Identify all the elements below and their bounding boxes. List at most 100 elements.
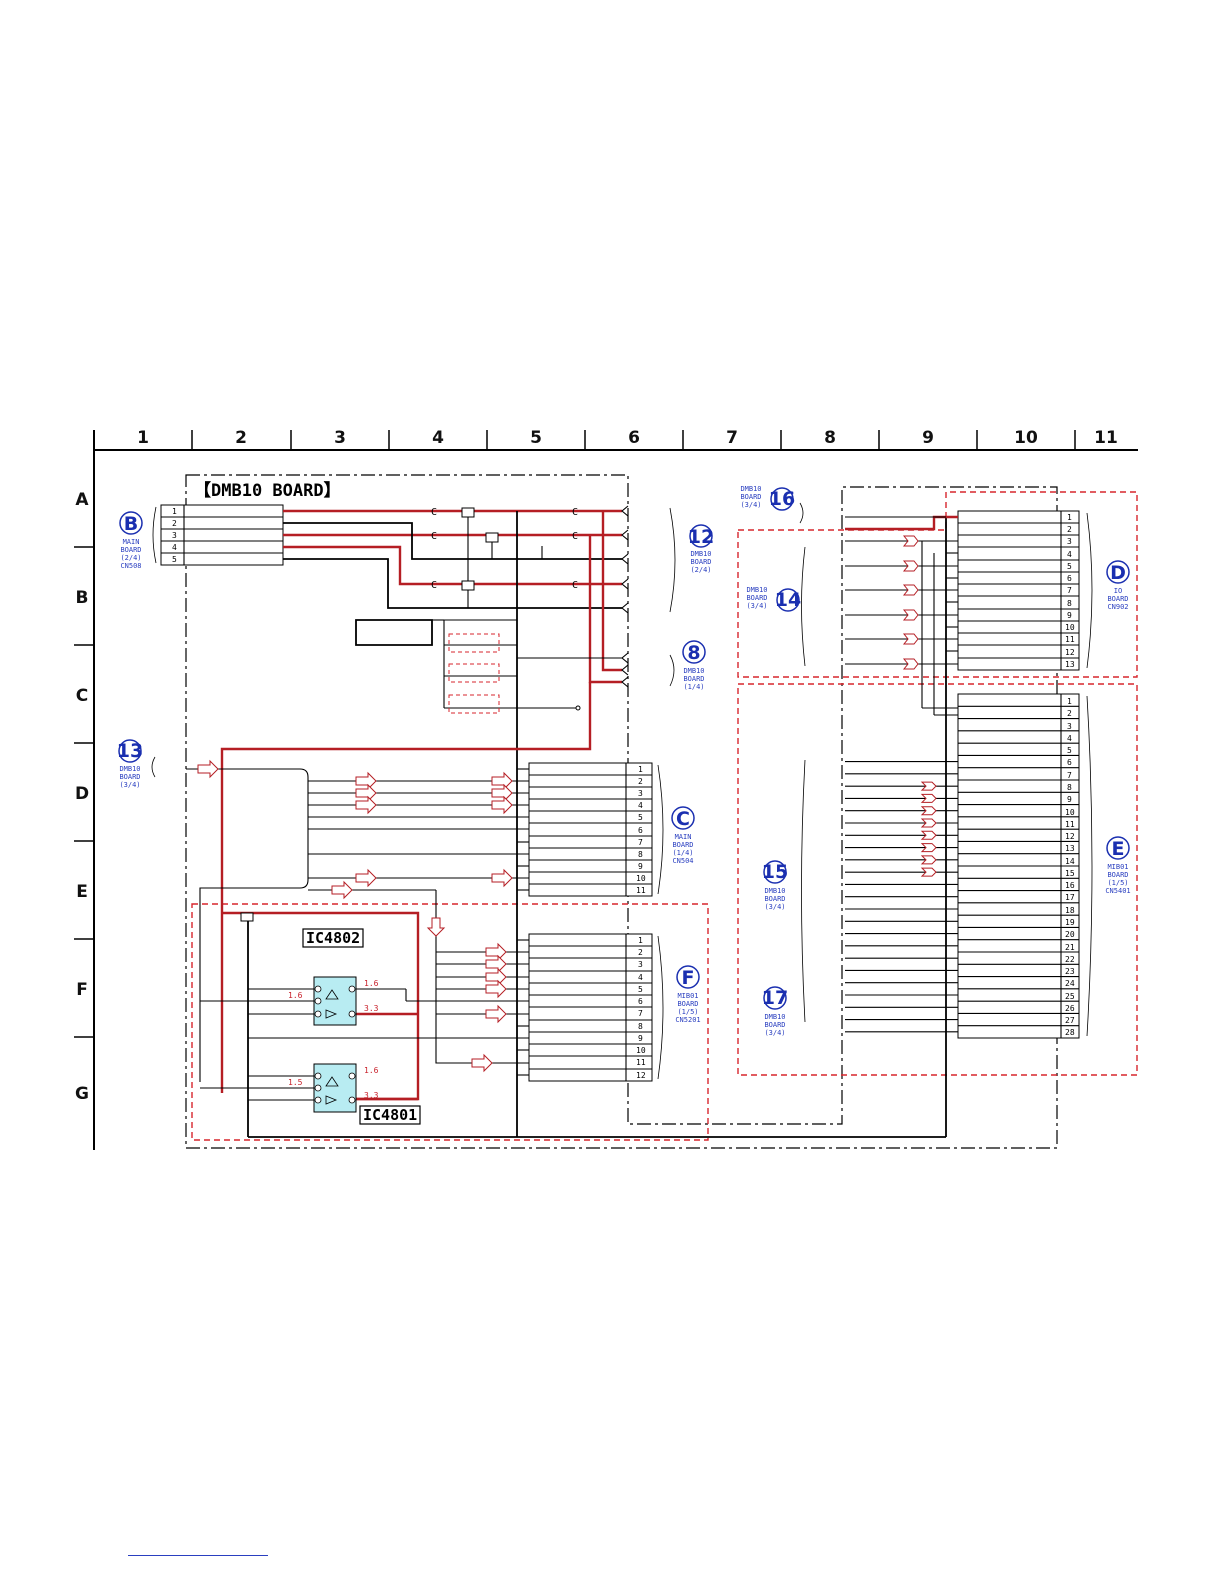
ref-line: BOARD (764, 895, 785, 903)
ic-labels: IC4802 IC4801 (240, 912, 421, 1125)
connector-12-arrows (621, 505, 676, 688)
cn-e-pin: 9 (1067, 795, 1072, 804)
cn-c-pin: 11 (636, 886, 646, 895)
svg-text:C: C (431, 507, 437, 518)
connector-c: 1 2 3 4 5 6 7 8 9 10 11 (528, 762, 664, 897)
cn-e-pin: 6 (1067, 758, 1072, 767)
ref-8: 8 DMB10 BOARD (1/4) (682, 640, 706, 691)
ic-area-wiring (200, 920, 946, 1138)
ref-line: (3/4) (764, 903, 785, 911)
grid-row-g: G (75, 1084, 89, 1104)
ref-mark: C (676, 808, 690, 830)
signal-arrow (920, 781, 937, 791)
voltage-label: 3.3 (364, 1091, 379, 1100)
grid-column-labels: 1 2 3 4 5 6 7 8 9 10 11 (137, 428, 1118, 448)
cn-e-pin: 25 (1065, 992, 1075, 1001)
cn-c-pin: 3 (638, 789, 643, 798)
ref-line: BOARD (1107, 595, 1128, 603)
cn-e-pin: 3 (1067, 722, 1072, 731)
cn-e-pin: 23 (1065, 967, 1075, 976)
cn-d-pin: 10 (1065, 623, 1075, 632)
cn-c-pin: 1 (638, 765, 643, 774)
grid-col-6: 6 (628, 428, 640, 448)
cn-f-pin: 7 (638, 1009, 643, 1018)
signal-arrows-f (426, 917, 507, 1073)
ref-line: DMB10 (683, 667, 704, 675)
ref-mark: E (1112, 838, 1125, 860)
ref-line: CN902 (1107, 603, 1128, 611)
cn-d-pin: 3 (1067, 537, 1072, 546)
ref-b: B MAIN BOARD (2/4) CN508 (119, 511, 143, 570)
connector-e: 1 2 3 4 5 6 7 8 9 10 11 12 13 14 15 16 1… (957, 693, 1093, 1039)
svg-text:C: C (431, 531, 437, 542)
cn-f-pin: 9 (638, 1034, 643, 1043)
ref-line: BOARD (690, 558, 711, 566)
ref-mark: 16 (769, 488, 795, 510)
cn-e-pin: 24 (1065, 979, 1075, 988)
cn-c-pin: 9 (638, 862, 643, 871)
power-lines-top (220, 509, 622, 1137)
grid-row-d: D (75, 784, 89, 804)
cn-f-pin: 6 (638, 997, 643, 1006)
grid-col-8: 8 (824, 428, 836, 448)
cn-e-pin: 17 (1065, 893, 1075, 902)
ref-line: CN504 (672, 857, 693, 865)
ref-line: BOARD (672, 841, 693, 849)
ref-f: F MIB01 BOARD (1/5) CN5201 (675, 965, 701, 1024)
cn-e-pin: 22 (1065, 955, 1075, 964)
ic4802-label: IC4802 (306, 929, 360, 947)
ref-line: (2/4) (690, 566, 711, 574)
ref-line: (3/4) (119, 781, 140, 789)
ref-17: 17 DMB10 BOARD (3/4) (762, 986, 788, 1037)
cn-b-pin: 4 (172, 543, 177, 552)
ref-line: DMB10 (764, 1013, 785, 1021)
ref-c: C MAIN BOARD (1/4) CN504 (671, 806, 695, 865)
cn-e-pin: 11 (1065, 820, 1075, 829)
cn-e-pin: 8 (1067, 783, 1072, 792)
ref-line: BOARD (740, 493, 761, 501)
ref-line: MAIN (675, 833, 692, 841)
grid-col-4: 4 (432, 428, 444, 448)
cn-e-pin: 2 (1067, 709, 1072, 718)
ref-mark: 17 (762, 987, 788, 1009)
ref-mark: 14 (775, 589, 801, 611)
cn-d-pin: 12 (1065, 648, 1075, 657)
cn-d-pin: 7 (1067, 586, 1072, 595)
cn-d-pin: 1 (1067, 513, 1072, 522)
cn-e-pin: 1 (1067, 697, 1072, 706)
cn-f-pin: 10 (636, 1046, 646, 1055)
cn-f-pin: 1 (638, 936, 643, 945)
ref-14: 14 DMB10 BOARD (3/4) (746, 586, 801, 612)
cn-d-pin: 5 (1067, 562, 1072, 571)
signal-arrow (920, 818, 937, 828)
signal-arrow (920, 843, 937, 853)
svg-text:C: C (572, 531, 578, 542)
ref-line: DMB10 (764, 887, 785, 895)
ref-mark: 8 (687, 642, 700, 664)
cn-e-pin: 13 (1065, 844, 1075, 853)
cn-c-pin: 6 (638, 826, 643, 835)
cn-d-pin: 4 (1067, 550, 1072, 559)
cn-e-pin: 14 (1065, 857, 1075, 866)
grid-col-9: 9 (922, 428, 934, 448)
ref-line: DMB10 (740, 485, 761, 493)
ref-mark: 15 (762, 861, 788, 883)
connector-e-wires (845, 761, 958, 1033)
ref-line: BOARD (683, 675, 704, 683)
ref-12: 12 DMB10 BOARD (2/4) (688, 524, 714, 574)
grid-row-labels: A B C D E F G (75, 490, 89, 1104)
cn-e-pin: 21 (1065, 943, 1075, 952)
cn-f-pin: 2 (638, 948, 643, 957)
ic-voltages: 1.6 1.6 3.3 1.6 1.5 3.3 (288, 979, 379, 1100)
voltage-label: 1.6 (288, 991, 303, 1000)
cn-e-pin: 5 (1067, 746, 1072, 755)
footer-link-underline (128, 1555, 268, 1556)
ref-line: (1/5) (677, 1008, 698, 1016)
ref-line: (1/5) (1107, 879, 1128, 887)
ref-15: 15 DMB10 BOARD (3/4) (762, 860, 788, 911)
ref-line: (1/4) (683, 683, 704, 691)
connector-b: 1 2 3 4 5 (152, 504, 284, 566)
grid-row-a: A (75, 490, 89, 510)
cn-e-pin: 28 (1065, 1028, 1075, 1037)
cn-d-pin: 9 (1067, 611, 1072, 620)
